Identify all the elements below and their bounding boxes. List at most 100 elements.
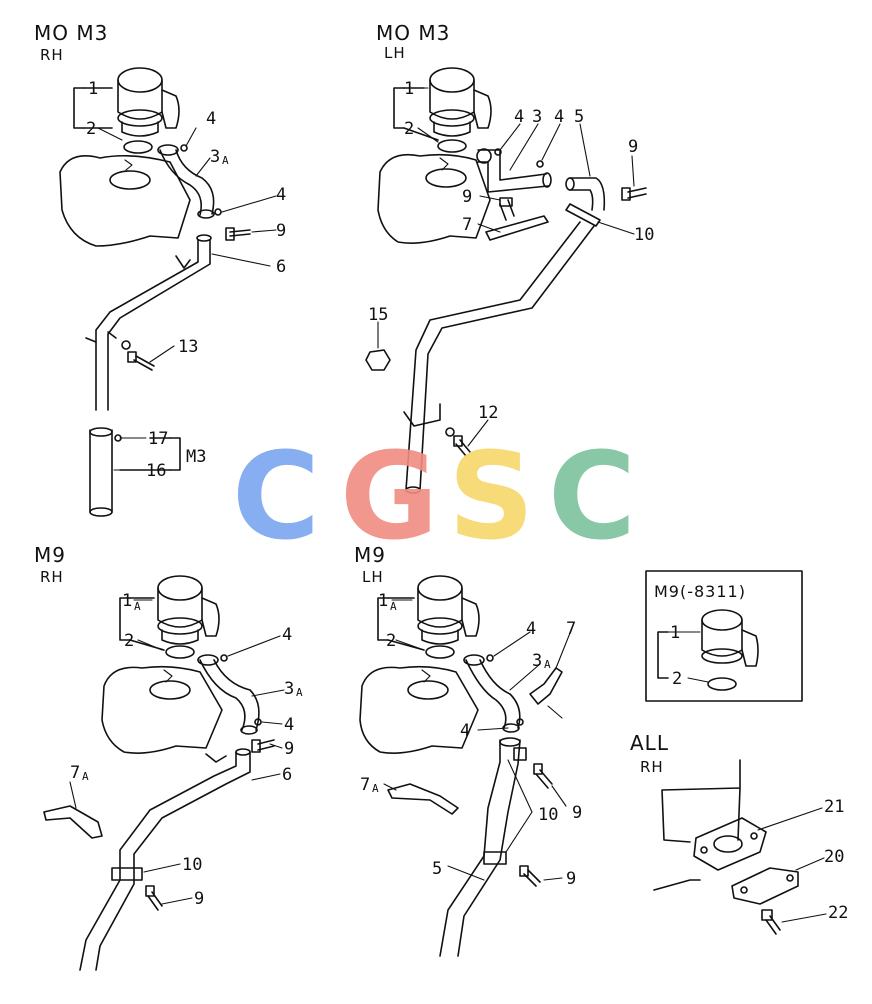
upper-hose xyxy=(465,659,507,729)
watermark-letter-s: S xyxy=(448,428,534,567)
callout-7: 7 xyxy=(70,763,80,783)
bracket xyxy=(529,667,563,705)
callout-2: 2 xyxy=(386,631,396,651)
callout-4: 4 xyxy=(514,107,524,127)
callout-9b: 9 xyxy=(566,869,576,889)
callout-17: 17 xyxy=(148,429,168,449)
water-pipe xyxy=(439,739,501,957)
callout-7-suffix: A xyxy=(82,770,89,783)
cover-plate xyxy=(731,867,799,905)
callout-3: 3 xyxy=(210,147,220,167)
callout-22: 22 xyxy=(828,903,848,923)
callout-5: 5 xyxy=(574,107,584,127)
callout-1: 1 xyxy=(122,591,132,611)
callout-15: 15 xyxy=(368,305,388,325)
panel-all-rh: ALL RH 21 20 22 xyxy=(630,731,848,935)
thermostat-housing xyxy=(117,67,180,137)
hose-5 xyxy=(569,177,606,211)
thermostat-housing xyxy=(701,609,759,667)
panel-bottom-left: M9 RH xyxy=(34,543,303,971)
callout-9: 9 xyxy=(284,739,294,759)
panel-title: M9 xyxy=(34,543,66,567)
long-water-pipe xyxy=(405,221,581,491)
panel-top-right: MO M3 LH xyxy=(365,21,654,494)
callout-3-suffix: A xyxy=(544,658,551,671)
gasket-ring xyxy=(425,645,455,659)
gasket-plate xyxy=(693,817,767,871)
callout-4b: 4 xyxy=(460,721,470,741)
cylinder-head xyxy=(359,665,479,754)
watermark-letter-g: G xyxy=(340,428,439,567)
inset-m9-8311: M9(-8311) 1 2 xyxy=(645,570,803,702)
callout-6: 6 xyxy=(276,257,286,277)
callout-13: 13 xyxy=(178,337,198,357)
callout-6: 6 xyxy=(282,765,292,785)
callout-20: 20 xyxy=(824,847,844,867)
callout-9b: 9 xyxy=(462,187,472,207)
gasket-ring xyxy=(437,139,467,153)
panel-bottom-middle: M9 LH xyxy=(354,543,582,957)
panel-side: RH xyxy=(40,568,64,586)
upper-hose xyxy=(159,149,203,216)
panel-title: MO M3 xyxy=(376,21,450,45)
panel-side: LH xyxy=(362,568,384,586)
callout-5: 5 xyxy=(432,859,442,879)
callout-2: 2 xyxy=(404,119,414,139)
gasket-ring xyxy=(707,677,737,691)
callout-4: 4 xyxy=(282,625,292,645)
water-pipe xyxy=(79,751,237,971)
callout-3: 3 xyxy=(532,651,542,671)
panel-title: MO M3 xyxy=(34,21,108,45)
callout-21: 21 xyxy=(824,797,844,817)
bracket-strap xyxy=(387,783,459,815)
bolt xyxy=(229,229,251,237)
inset-frame xyxy=(645,570,803,702)
callout-m3: M3 xyxy=(186,447,206,467)
panel-top-left: MO M3 RH xyxy=(34,21,286,517)
callout-9: 9 xyxy=(628,137,638,157)
block-outline xyxy=(661,759,741,843)
thermostat-housing xyxy=(157,575,220,645)
callout-3-suffix: A xyxy=(296,686,303,699)
callout-3: 3 xyxy=(532,107,542,127)
nut xyxy=(365,349,391,371)
water-pipe xyxy=(95,239,199,411)
callout-10: 10 xyxy=(182,855,202,875)
watermark-logo: C G S C xyxy=(232,428,636,567)
callout-4b: 4 xyxy=(554,107,564,127)
bracket-strap xyxy=(43,805,103,839)
cylinder-head xyxy=(377,153,491,244)
callout-9: 9 xyxy=(276,221,286,241)
callout-10: 10 xyxy=(634,225,654,245)
callout-1: 1 xyxy=(88,79,98,99)
callout-1-suffix: A xyxy=(390,600,397,613)
callout-7: 7 xyxy=(566,619,576,639)
callout-3-suffix: A xyxy=(222,154,229,167)
panel-title: M9 xyxy=(354,543,386,567)
callout-2: 2 xyxy=(124,631,134,651)
callout-9b: 9 xyxy=(194,889,204,909)
gasket-ring xyxy=(165,645,195,659)
bracket-strap xyxy=(485,215,549,241)
watermark-letter-c2: C xyxy=(548,428,636,567)
panel-side: RH xyxy=(40,46,64,64)
callout-12: 12 xyxy=(478,403,498,423)
callout-1-suffix: A xyxy=(134,600,141,613)
cylinder-head xyxy=(101,665,223,754)
upper-hose xyxy=(477,149,547,181)
callout-10: 10 xyxy=(538,805,558,825)
callout-4b: 4 xyxy=(276,185,286,205)
panel-title: ALL xyxy=(630,731,669,755)
callout-2: 2 xyxy=(86,119,96,139)
cylinder-head xyxy=(59,154,191,247)
callout-1: 1 xyxy=(378,591,388,611)
callout-1: 1 xyxy=(404,79,414,99)
callout-1: 1 xyxy=(670,623,680,643)
panel-side: RH xyxy=(640,758,664,776)
inset-title: M9(-8311) xyxy=(654,582,746,601)
callout-9: 9 xyxy=(572,803,582,823)
gasket-ring xyxy=(123,140,153,154)
upper-hose xyxy=(199,659,246,731)
